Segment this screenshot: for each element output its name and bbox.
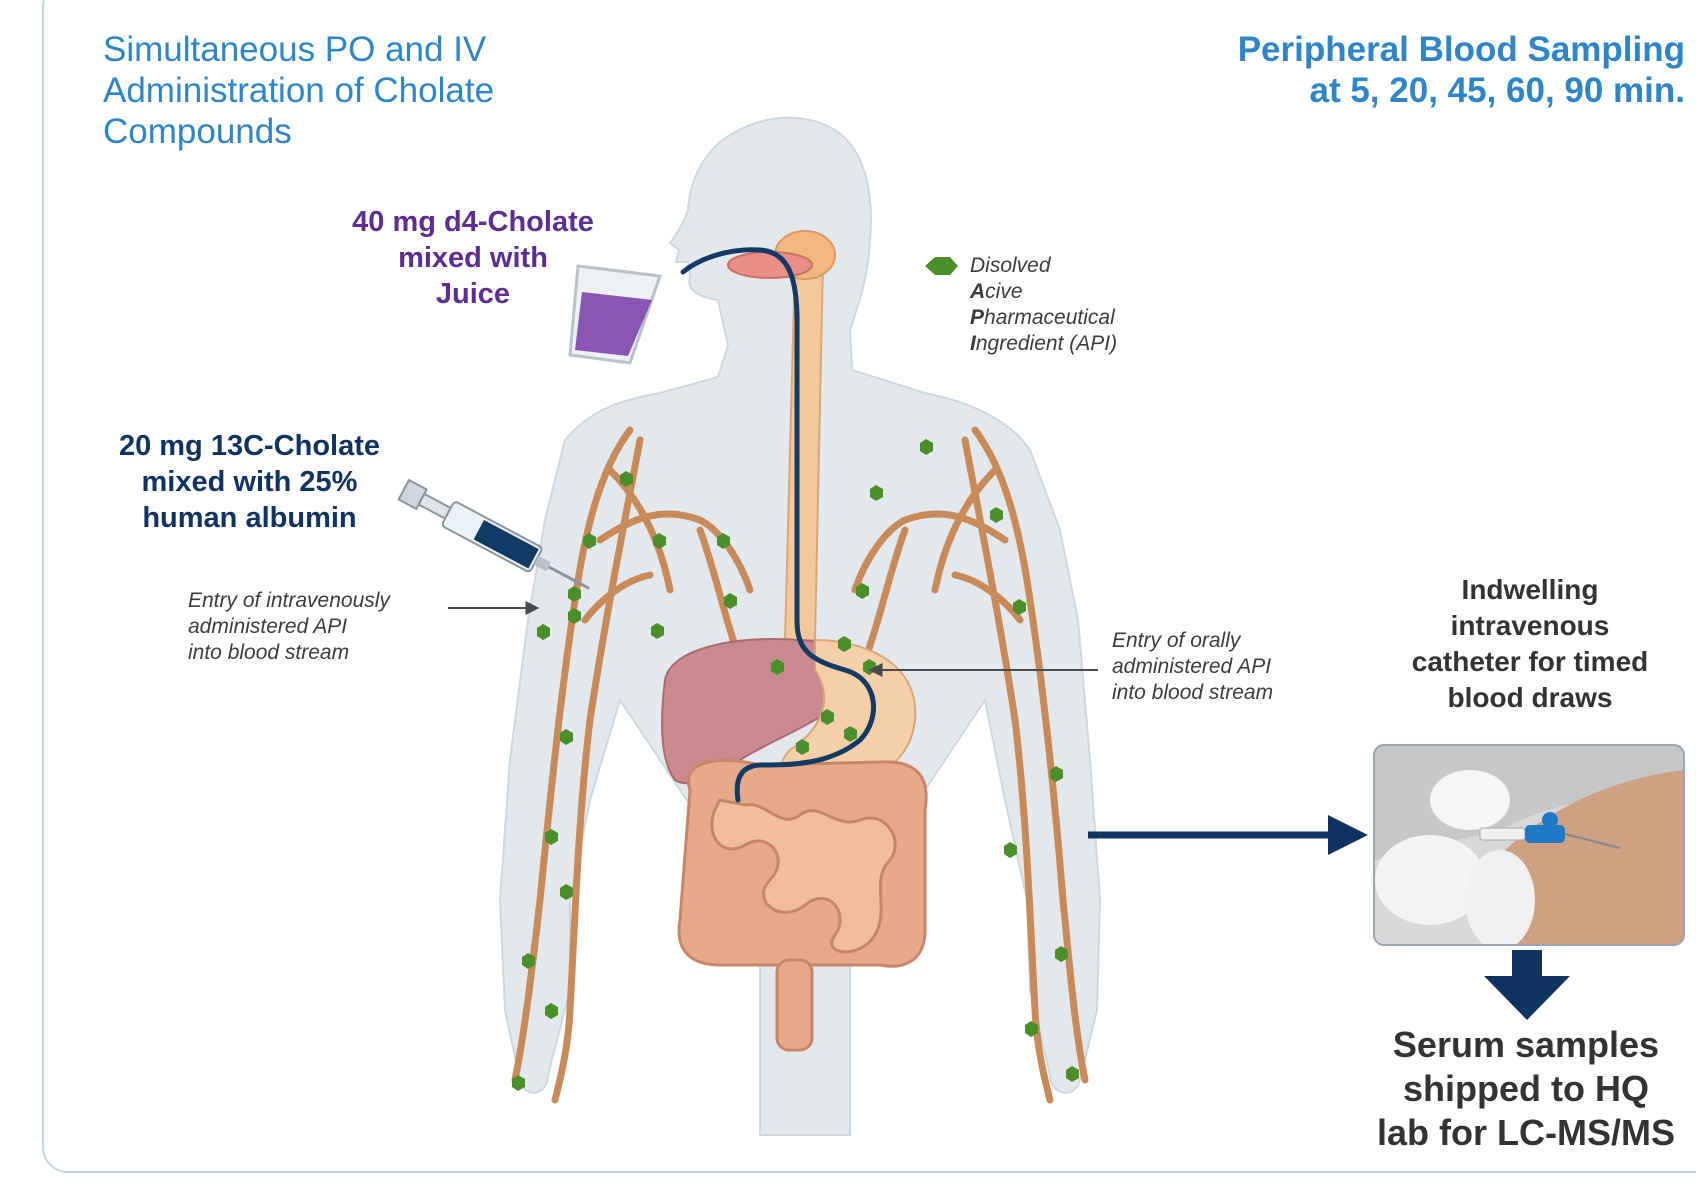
oral-entry-note-line: Entry of orally <box>1112 628 1342 654</box>
legend-line: Disolved <box>970 253 1210 279</box>
oral-entry-note-line: administered API <box>1112 654 1342 680</box>
result-label-line: lab for LC-MS/MS <box>1356 1111 1696 1155</box>
oral-dose-label: 40 mg d4-Cholate mixed with Juice <box>318 204 628 312</box>
oral-entry-note-line: into blood stream <box>1112 680 1342 706</box>
catheter-photo <box>1374 745 1684 950</box>
right-title-line: Peripheral Blood Sampling <box>1120 29 1685 70</box>
result-label-line: Serum samples <box>1356 1023 1696 1067</box>
legend-line: Acive <box>970 279 1210 305</box>
left-title-line: Compounds <box>103 111 663 152</box>
iv-dose-line: mixed with 25% <box>82 464 417 500</box>
oral-dose-line: Juice <box>318 276 628 312</box>
iv-dose-line: 20 mg 13C-Cholate <box>82 428 417 464</box>
iv-dose-label: 20 mg 13C-Cholate mixed with 25% human a… <box>82 428 417 536</box>
api-legend: Disolved Acive Pharmaceutical Ingredient… <box>970 253 1210 357</box>
rectum <box>777 960 812 1050</box>
catheter-label-line: blood draws <box>1370 680 1690 716</box>
blood-sampling-arrow <box>1088 815 1368 855</box>
legend-line: Pharmaceutical <box>970 305 1210 331</box>
oral-entry-note: Entry of orally administered API into bl… <box>1112 628 1342 706</box>
api-hexagon-icon <box>925 257 958 275</box>
catheter-label-line: catheter for timed <box>1370 644 1690 680</box>
iv-dose-line: human albumin <box>82 500 417 536</box>
legend-line: Ingredient (API) <box>970 331 1210 357</box>
right-title: Peripheral Blood Sampling at 5, 20, 45, … <box>1120 29 1685 111</box>
catheter-label: Indwelling intravenous catheter for time… <box>1370 572 1690 716</box>
iv-entry-note-line: Entry of intravenously <box>188 588 448 614</box>
iv-entry-note-line: administered API <box>188 614 448 640</box>
oral-dose-line: mixed with <box>318 240 628 276</box>
result-label-line: shipped to HQ <box>1356 1067 1696 1111</box>
iv-entry-note-line: into blood stream <box>188 640 448 666</box>
shipment-arrow <box>1484 950 1570 1020</box>
oral-dose-line: 40 mg d4-Cholate <box>318 204 628 240</box>
left-title-line: Administration of Cholate <box>103 70 663 111</box>
iv-entry-note: Entry of intravenously administered API … <box>188 588 448 666</box>
mouth-cavity <box>728 252 812 278</box>
catheter-label-line: intravenous <box>1370 608 1690 644</box>
catheter-label-line: Indwelling <box>1370 572 1690 608</box>
right-title-line: at 5, 20, 45, 60, 90 min. <box>1120 70 1685 111</box>
left-title-line: Simultaneous PO and IV <box>103 29 663 70</box>
left-title: Simultaneous PO and IV Administration of… <box>103 29 663 152</box>
result-label: Serum samples shipped to HQ lab for LC-M… <box>1356 1023 1696 1155</box>
